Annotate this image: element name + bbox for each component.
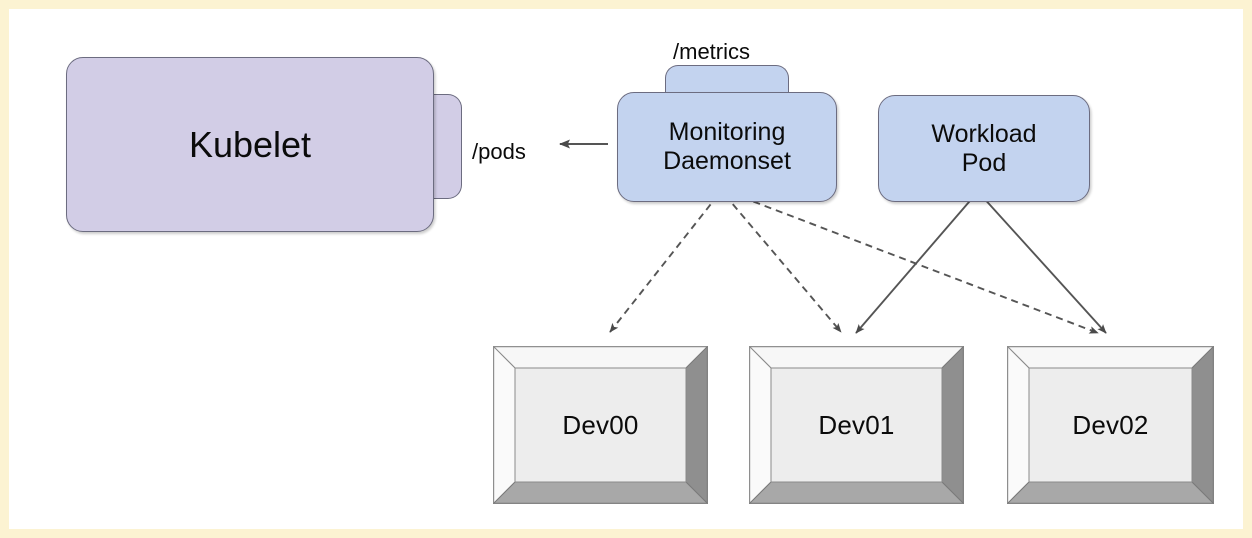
pods-endpoint-label: /pods — [472, 139, 526, 164]
node-workload-pod-label-line1: Workload — [931, 119, 1037, 148]
node-kubelet[interactable]: Kubelet — [66, 57, 434, 232]
edge-monitoring-to-dev01 — [724, 194, 842, 333]
edge-workload-to-dev02 — [980, 194, 1107, 334]
node-monitoring-daemonset-label-line2: Daemonset — [663, 147, 791, 175]
edge-workload-to-dev01 — [855, 194, 976, 334]
node-monitoring-daemonset-label-line1: Monitoring — [668, 118, 786, 146]
kubelet-pods-endpoint-stub[interactable] — [434, 94, 462, 199]
edge-monitoring-to-dev02 — [730, 192, 1099, 334]
node-dev01[interactable]: Dev01 — [749, 346, 964, 504]
node-dev00[interactable]: Dev00 — [493, 346, 708, 504]
metrics-endpoint-stub[interactable] — [665, 65, 789, 97]
diagram-canvas: Kubelet /pods /metrics Monitoring Daemon… — [9, 9, 1243, 529]
node-dev00-label: Dev00 — [562, 409, 639, 440]
node-workload-pod-label-line2: Pod — [961, 148, 1007, 177]
node-kubelet-label: Kubelet — [188, 123, 312, 165]
node-dev02[interactable]: Dev02 — [1007, 346, 1214, 504]
node-dev01-label: Dev01 — [818, 409, 895, 440]
node-workload-pod[interactable]: Workload Pod — [878, 95, 1090, 202]
dev01-frame — [749, 346, 964, 504]
edge-monitoring-to-dev00 — [609, 194, 719, 333]
dev02-frame — [1007, 346, 1214, 504]
node-monitoring-daemonset[interactable]: Monitoring Daemonset — [617, 92, 837, 202]
dev00-frame — [493, 346, 708, 504]
node-dev02-label: Dev02 — [1072, 409, 1149, 440]
metrics-endpoint-label: /metrics — [673, 39, 750, 64]
